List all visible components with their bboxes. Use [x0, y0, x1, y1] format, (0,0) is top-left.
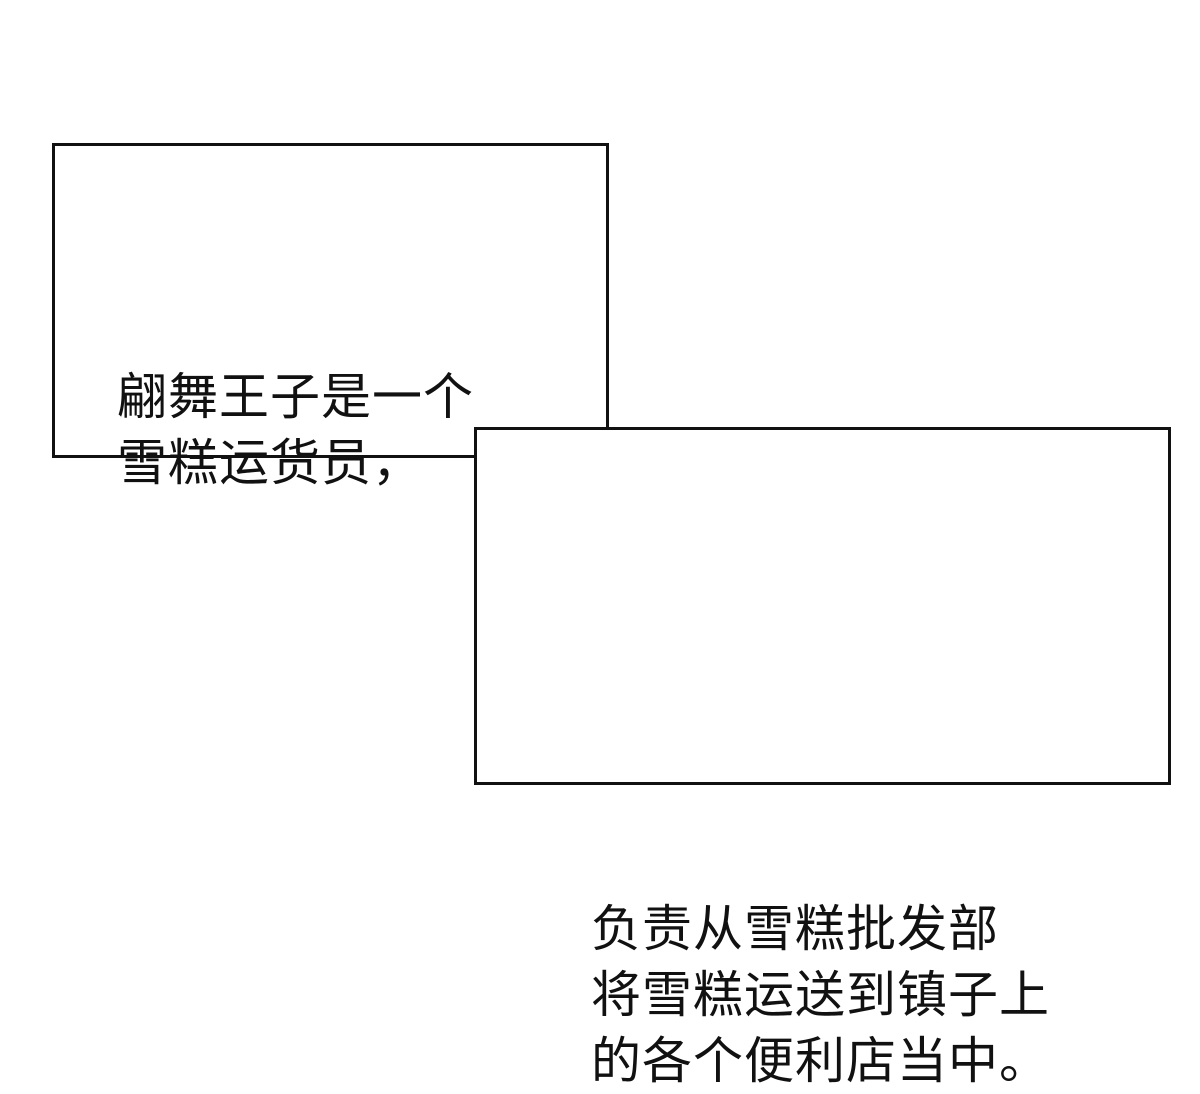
caption-line: 的各个便利店当中。: [591, 1032, 1050, 1090]
caption-text-top: 翩舞王子是一个 雪糕运货员，: [117, 364, 474, 496]
caption-line: 负责从雪糕批发部: [591, 900, 999, 958]
caption-box-bottom: 负责从雪糕批发部 将雪糕运送到镇子上 的各个便利店当中。: [474, 427, 1171, 1090]
caption-line: 雪糕运货员，: [117, 434, 423, 492]
caption-text-bottom: 负责从雪糕批发部 将雪糕运送到镇子上 的各个便利店当中。: [591, 896, 1050, 1094]
caption-box-top: 翩舞王子是一个 雪糕运货员，: [52, 143, 609, 492]
caption-line: 将雪糕运送到镇子上: [591, 966, 1050, 1024]
caption-line: 翩舞王子是一个: [117, 368, 474, 426]
